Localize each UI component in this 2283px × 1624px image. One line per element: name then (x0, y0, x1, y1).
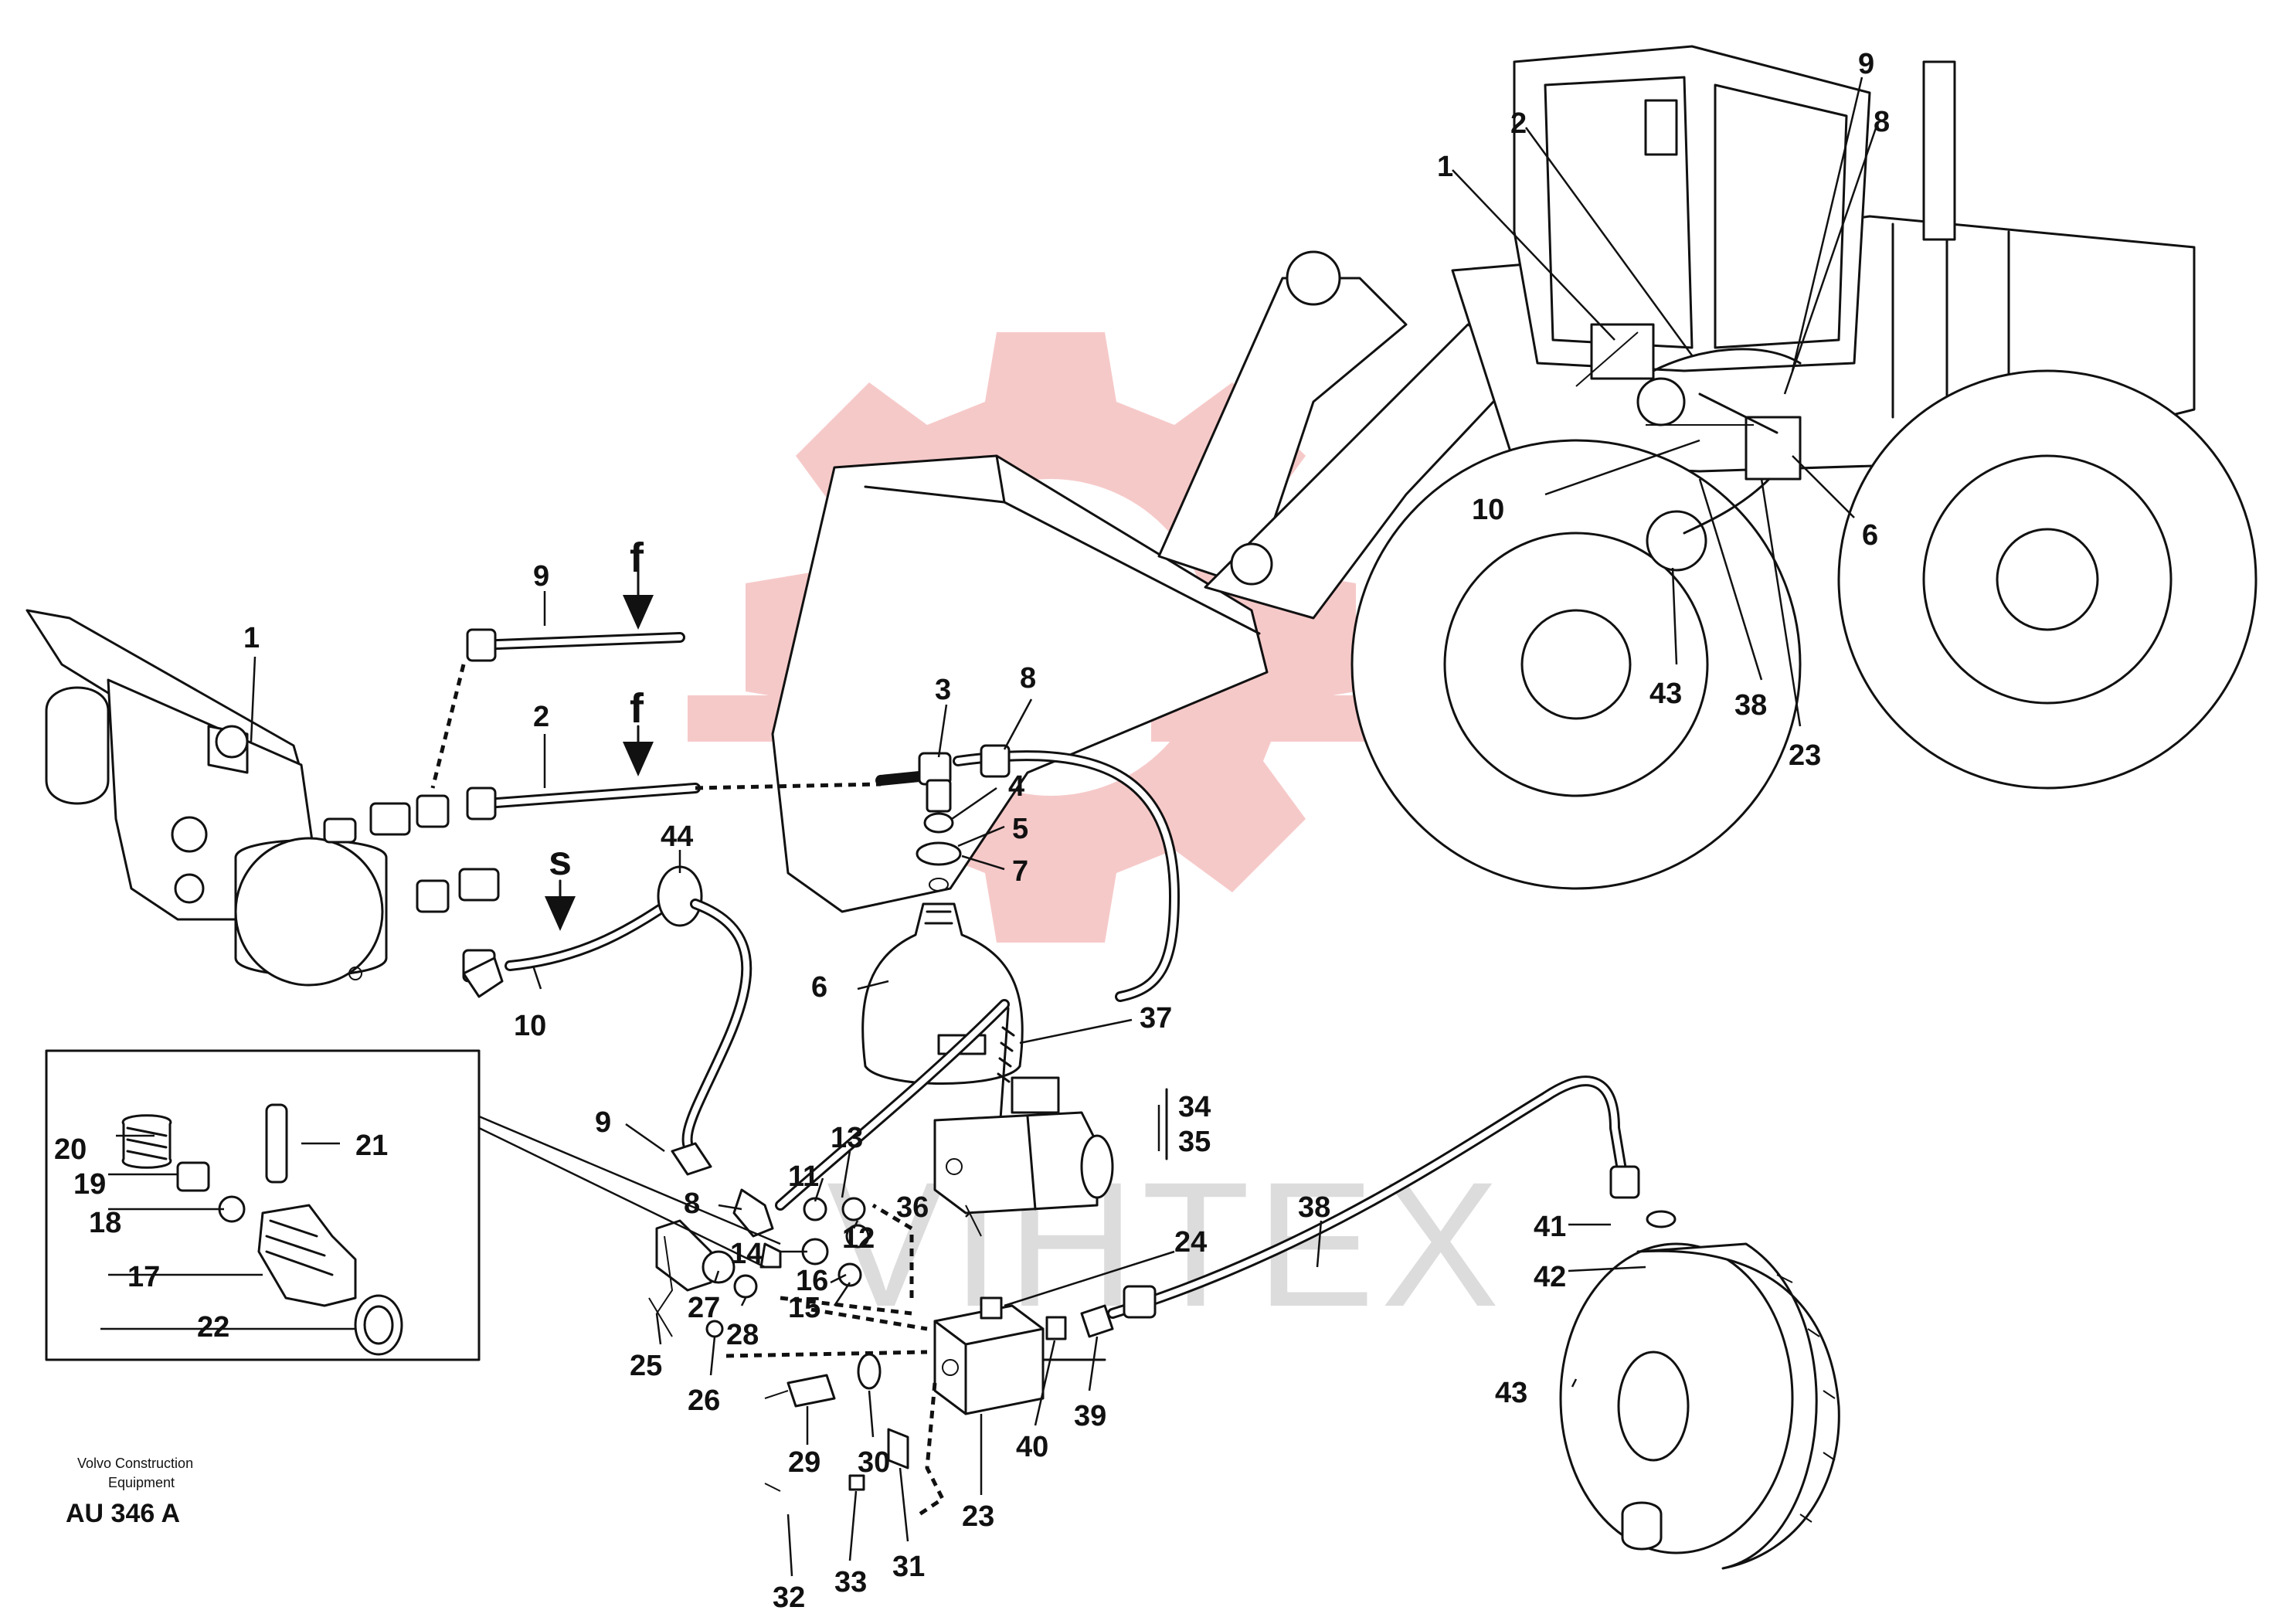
label: 25 (630, 1350, 662, 1382)
label: 13 (831, 1122, 863, 1154)
label: 16 (796, 1265, 828, 1297)
chamber-labels: 38 41 42 43 (1298, 1191, 1646, 1409)
label: 9 (595, 1106, 611, 1139)
label: 43 (1495, 1377, 1527, 1409)
label: 22 (197, 1311, 229, 1344)
label: 17 (127, 1261, 160, 1293)
solenoid-valve-icon (933, 1007, 1114, 1237)
label: 43 (1649, 678, 1682, 710)
flow-marker-f-lower: f (630, 685, 644, 732)
footer: Volvo Construction Equipment AU 346 A (66, 1456, 193, 1528)
flow-marker-f-upper: f (630, 535, 644, 581)
label: 21 (355, 1130, 388, 1162)
label: 11 (788, 1160, 819, 1193)
inset-detail: 20 19 18 17 22 21 (45, 1049, 781, 1361)
label: 29 (788, 1446, 820, 1479)
label: 5 (1012, 813, 1028, 845)
label: 6 (811, 971, 827, 1004)
label: 23 (962, 1500, 994, 1533)
wheel-loader-illustration (771, 45, 2258, 913)
drawing-code: AU 346 A (66, 1499, 180, 1528)
accumulator-labels: 3 8 4 5 7 6 37 (811, 662, 1172, 1045)
label: 36 (896, 1191, 929, 1224)
label: 23 (1789, 739, 1821, 772)
label: 1 (1437, 151, 1453, 183)
label: 38 (1734, 689, 1767, 722)
label: 35 (1178, 1126, 1211, 1158)
loader-accumulator-icon (1745, 416, 1802, 481)
loader-brake-valve-icon (1590, 323, 1655, 380)
label: 12 (842, 1222, 875, 1255)
label: 6 (1862, 519, 1878, 552)
label: 30 (858, 1446, 890, 1479)
pressure-switch-icon (121, 1103, 403, 1356)
loader-labels: 1 2 9 8 10 6 43 38 23 (1437, 48, 1890, 772)
label: 31 (892, 1551, 925, 1583)
label: 8 (1020, 662, 1036, 695)
label: 2 (1510, 107, 1527, 140)
inset-frame (45, 1049, 481, 1361)
label: 28 (726, 1319, 759, 1351)
label: 34 (1178, 1091, 1211, 1123)
label: 24 (1174, 1226, 1207, 1259)
label: 19 (73, 1168, 106, 1201)
flow-markers: f f s (545, 535, 654, 931)
label: 41 (1534, 1211, 1566, 1243)
label: 38 (1298, 1191, 1330, 1224)
flow-marker-s: s (549, 837, 572, 884)
company-line-1: Volvo Construction (77, 1456, 193, 1471)
label: 7 (1012, 855, 1028, 888)
label: 2 (533, 701, 549, 733)
left-hoses (430, 628, 925, 998)
label: 40 (1016, 1431, 1048, 1463)
loader-brake-chamber-icon (1646, 510, 1707, 572)
label: 32 (773, 1582, 805, 1614)
left-valve-labels: 1 9 2 10 44 (243, 560, 693, 1042)
hose-38 (1107, 1075, 1640, 1319)
watermark-text: VIHTEX (827, 1145, 1506, 1344)
brake-valve-icon (25, 609, 388, 987)
label: 4 (1008, 770, 1024, 803)
company-line-2: Equipment (108, 1475, 175, 1490)
valve-fittings (323, 794, 500, 983)
label: 39 (1074, 1400, 1106, 1432)
label: 37 (1140, 1002, 1172, 1035)
label: 9 (533, 560, 549, 593)
label: 15 (788, 1292, 820, 1324)
label: 42 (1534, 1261, 1566, 1293)
label: 9 (1858, 48, 1874, 80)
accumulator-icon (775, 744, 1181, 1211)
label: 14 (730, 1238, 763, 1270)
label: 20 (54, 1133, 87, 1166)
label: 8 (1874, 106, 1890, 138)
block-labels: 9 8 13 11 12 14 16 15 27 28 25 26 29 30 … (595, 1088, 1211, 1614)
label: 8 (684, 1187, 700, 1220)
hose-loop (657, 865, 753, 1164)
label: 33 (834, 1566, 867, 1599)
label: 10 (1472, 494, 1504, 526)
brake-chamber-icon (1559, 1210, 1840, 1570)
label: 3 (935, 674, 951, 706)
label: 26 (688, 1384, 720, 1417)
label: 1 (243, 622, 260, 654)
label: 18 (89, 1207, 121, 1239)
label: 44 (661, 820, 693, 853)
label: 10 (514, 1010, 546, 1042)
label: 27 (688, 1292, 720, 1324)
block-fittings (648, 1142, 1114, 1492)
